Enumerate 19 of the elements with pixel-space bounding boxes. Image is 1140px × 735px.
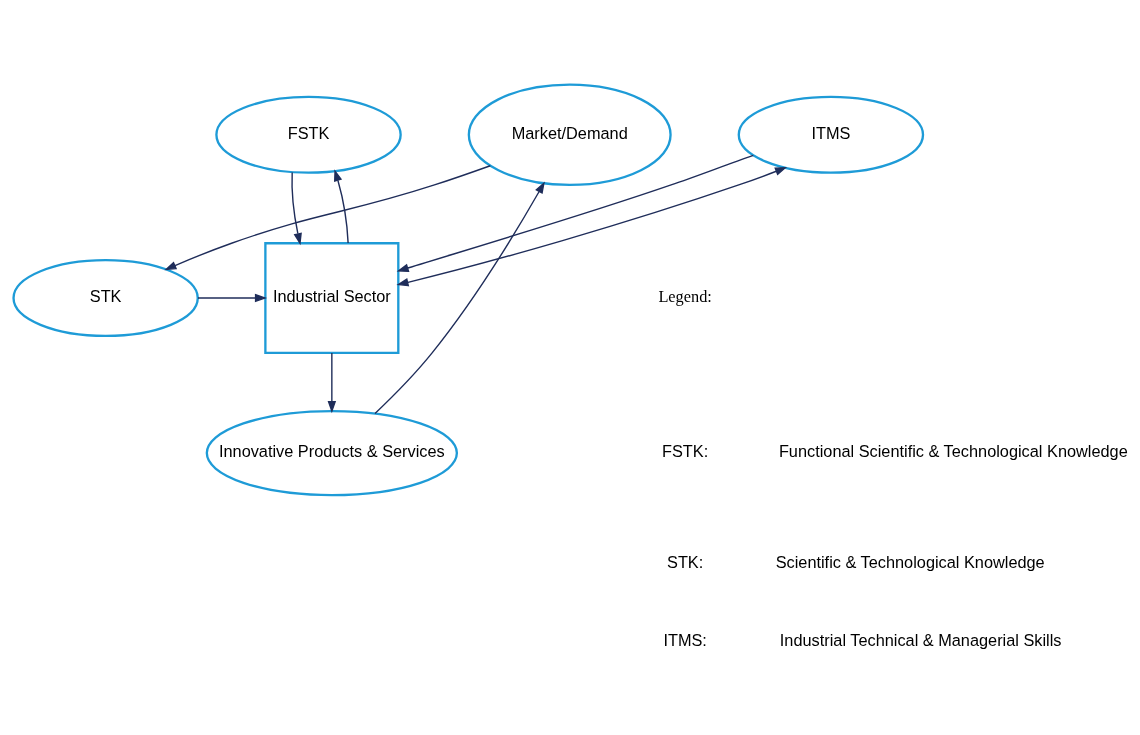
arrow [396,154,754,272]
arrow [327,351,337,413]
arrow [334,168,349,244]
node-ellipse: FSTK [215,95,402,174]
label: Scientific & Technological Knowledge [775,552,1045,571]
arrow [374,180,545,414]
arrow [197,293,268,302]
arrow [396,166,788,286]
label: Industrial Technical & Managerial Skills [779,630,1062,649]
label: ITMS: [663,630,707,649]
label: STK: [667,552,704,571]
node-box: Industrial Sector [264,241,400,354]
arrow [291,171,302,245]
label: Functional Scientific & Technological Knowledge [778,441,1128,460]
label: Legend: [658,286,712,306]
node-ellipse: Innovative Products & Services [205,409,459,496]
label: FSTK: [662,441,709,460]
arrow [164,164,491,270]
node-ellipse: Market/Demand [467,83,672,186]
